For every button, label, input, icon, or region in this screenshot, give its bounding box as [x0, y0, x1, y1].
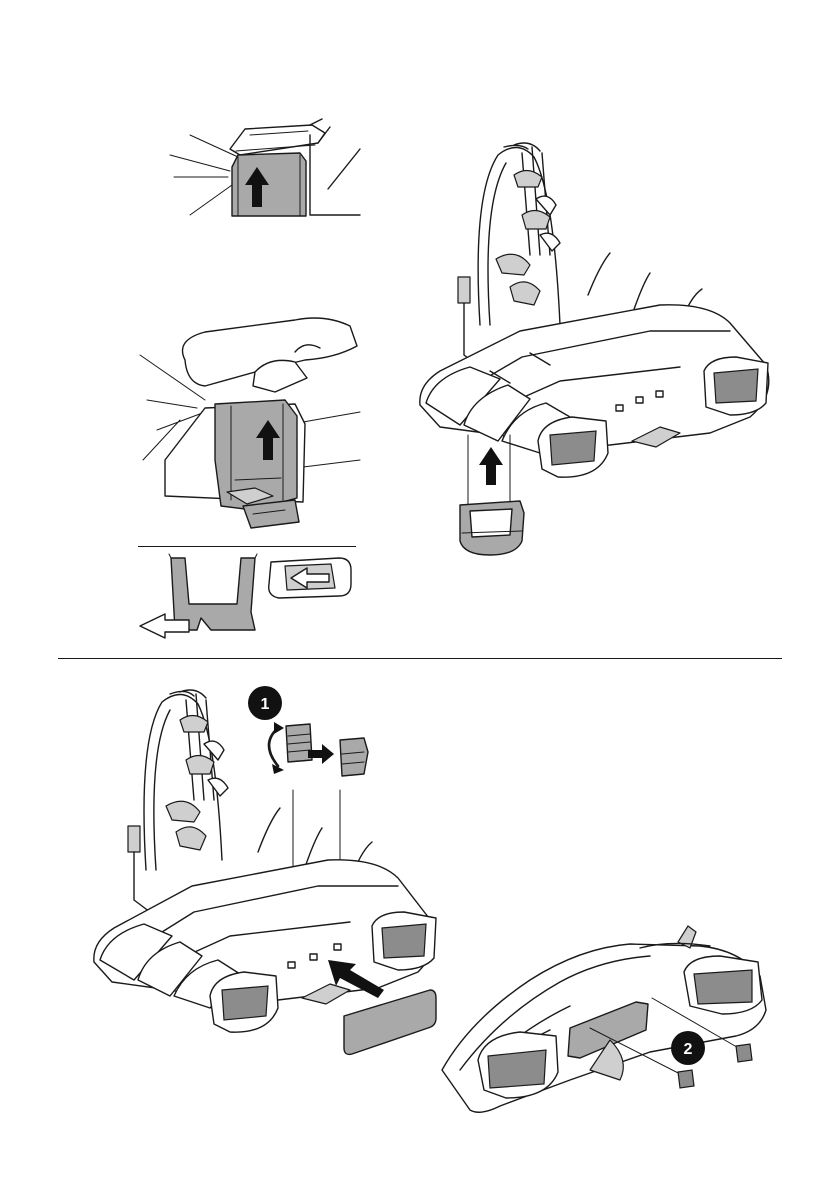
step-2-number: 2 — [684, 1041, 693, 1058]
screw-icon — [678, 1070, 694, 1088]
illustration-rack-rear-screws: 2 — [440, 920, 775, 1120]
section-divider — [58, 658, 782, 659]
detail-cover-install-from-below — [135, 300, 365, 550]
label-plate — [344, 990, 436, 1054]
detail-cover-removal — [135, 548, 365, 648]
divider-detail — [138, 546, 356, 547]
curved-rotate-arrow-icon — [269, 728, 278, 766]
detail-cover-slide-up — [150, 115, 365, 225]
up-arrow-icon — [479, 447, 503, 485]
screw-icon — [736, 1044, 752, 1062]
illustration-rack-label-plate: 1 — [88, 680, 448, 1065]
illustration-rack-cover-insert — [410, 135, 780, 565]
step-1-number: 1 — [261, 696, 270, 713]
